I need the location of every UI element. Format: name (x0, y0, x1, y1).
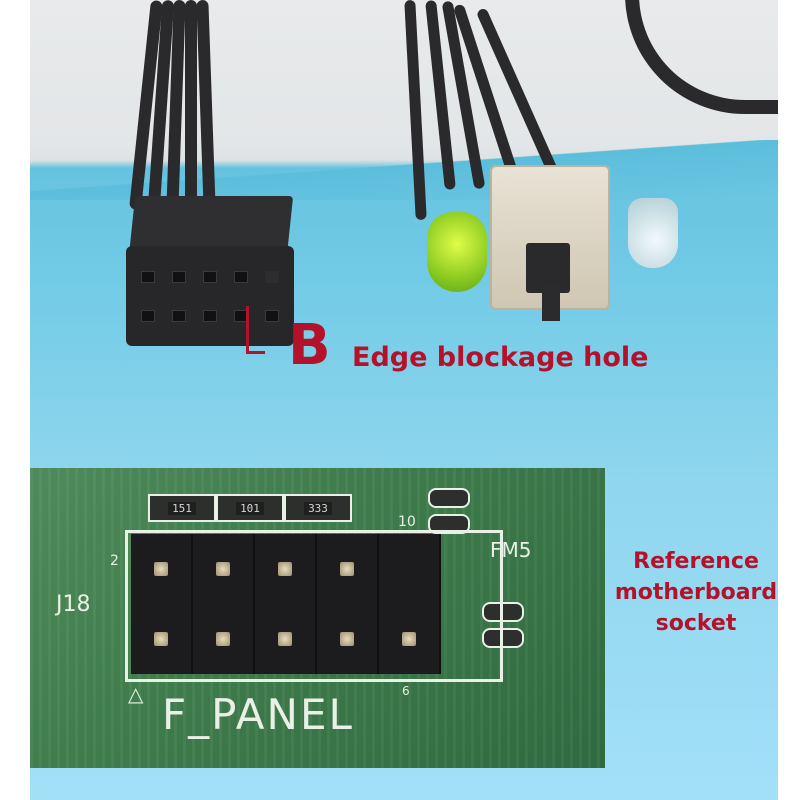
smd-component (482, 602, 524, 622)
motherboard-inset: 151 101 333 2 10 6 J18 FM5 △ F_PANEL (30, 468, 605, 768)
header-slot (317, 534, 379, 604)
pin-number-6: 6 (402, 684, 410, 698)
reference-caption-line: motherboard (614, 580, 778, 606)
header-slot (193, 534, 255, 604)
resistor: 101 (216, 494, 284, 522)
header-pin (154, 562, 168, 576)
header-pin (278, 632, 292, 646)
switch-stem (542, 285, 560, 321)
header-slot (379, 604, 441, 674)
header-pin (278, 562, 292, 576)
blocked-hole (264, 270, 279, 283)
header-pin (154, 632, 168, 646)
header-slot (131, 604, 193, 674)
header-slot (131, 534, 193, 604)
resistor-code: 151 (168, 501, 196, 515)
header-pin (340, 632, 354, 646)
resistor: 333 (284, 494, 352, 522)
connector-hole (172, 270, 187, 283)
f-panel-header (131, 534, 441, 674)
header-pin (216, 562, 230, 576)
cable (185, 0, 197, 210)
front-panel-connector (126, 196, 296, 346)
coiled-cable (625, 0, 778, 114)
f-panel-label: F_PANEL (162, 690, 354, 739)
resistor-code: 333 (304, 501, 332, 515)
header-pin (402, 632, 416, 646)
missing-pin-slot (379, 534, 441, 604)
connector-hole (264, 309, 279, 322)
annotation-bracket (246, 306, 265, 354)
header-outline (125, 530, 503, 682)
switch-button (526, 243, 570, 293)
clear-led (628, 198, 678, 268)
power-switch (490, 165, 610, 321)
marker-letter: B (288, 313, 331, 378)
resistor-code: 101 (236, 501, 264, 515)
connector-hole (202, 270, 217, 283)
connector-hole (233, 270, 248, 283)
header-slot (193, 604, 255, 674)
header-slot (317, 604, 379, 674)
reference-caption-line: socket (655, 611, 737, 637)
connector-hole (202, 309, 217, 322)
connector-hole (141, 309, 156, 322)
connector-face (126, 246, 294, 346)
smd-component (482, 628, 524, 648)
pin-number-2: 2 (110, 553, 119, 569)
smd-component (428, 488, 470, 508)
marker-caption: Edge blockage hole (352, 342, 649, 373)
header-slot (255, 604, 317, 674)
pin1-triangle-icon: △ (128, 682, 144, 706)
designator-label: J18 (56, 592, 91, 617)
header-slot (255, 534, 317, 604)
green-led (427, 212, 487, 292)
connector-hole (172, 309, 187, 322)
reference-caption: Reference motherboard socket (612, 546, 780, 640)
connector-hole (141, 270, 156, 283)
smd-component (428, 514, 470, 534)
header-pin (216, 632, 230, 646)
resistor: 151 (148, 494, 216, 522)
header-pin (340, 562, 354, 576)
reference-caption-line: Reference (633, 549, 759, 574)
fm5-label: FM5 (490, 538, 532, 562)
pin-number-10: 10 (398, 514, 416, 530)
